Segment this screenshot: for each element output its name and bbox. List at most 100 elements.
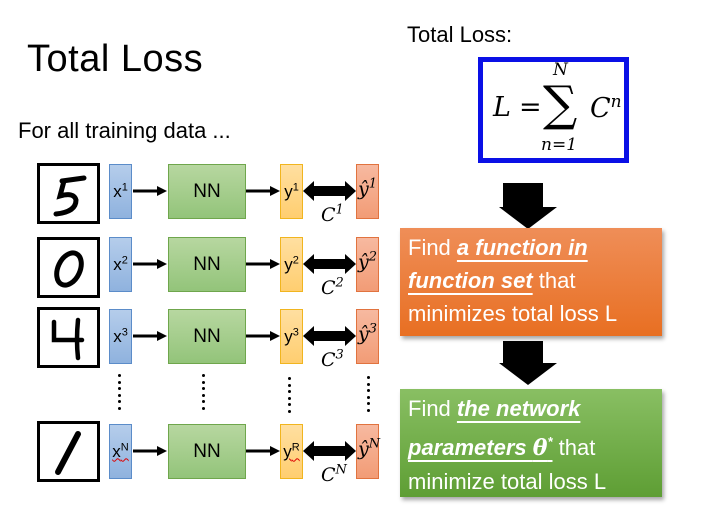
neural-network-box: NN [168, 237, 246, 292]
target-label: ŷN [358, 438, 380, 460]
step-find-parameters: Find the network parameters θ* that mini… [400, 389, 662, 497]
arrow-right-icon [246, 331, 280, 341]
formula-term: Cn [590, 92, 622, 124]
output-superscript: 3 [292, 325, 299, 338]
nn-label: NN [193, 440, 221, 462]
formula-term-base: C [590, 93, 611, 124]
input-symbol: x [113, 254, 122, 274]
target-box [356, 164, 379, 219]
input-label: x3 [110, 310, 131, 363]
input-superscript: N [120, 440, 129, 453]
ellipsis-inputs [118, 374, 122, 413]
target-label: ŷ3 [358, 323, 377, 345]
input-symbol: x [113, 326, 122, 346]
step-line-2: parameters θ* that [408, 425, 654, 465]
input-label: xN [110, 425, 131, 478]
cost-symbol: C [321, 464, 336, 486]
input-superscript: 3 [121, 325, 128, 338]
arrow-right-icon [246, 259, 280, 269]
neural-network-box: NN [168, 309, 246, 364]
arrow-right-icon [133, 186, 167, 196]
output-symbol: y [284, 254, 293, 274]
nn-label: NN [193, 253, 221, 275]
formula-upper-limit: N [553, 60, 568, 80]
target-symbol: ŷ [358, 438, 369, 460]
step-line-1: Find the network [408, 392, 654, 425]
output-label: y1 [281, 165, 302, 218]
nn-label: NN [193, 325, 221, 347]
cost-label: C2 [321, 277, 344, 299]
input-box: x2 [109, 237, 132, 292]
target-label: ŷ2 [358, 251, 377, 273]
cost-superscript: N [335, 462, 347, 478]
target-label: ŷ1 [358, 178, 377, 200]
arrow-right-icon [133, 331, 167, 341]
ellipsis-outputs [288, 377, 292, 416]
down-arrow-icon [499, 341, 557, 385]
slide-title: Total Loss [27, 38, 204, 80]
target-box [356, 309, 379, 364]
double-arrow-icon [303, 326, 356, 346]
ellipsis-networks [202, 374, 206, 413]
input-superscript: 1 [121, 180, 128, 193]
step-emphasis-text: parameters [408, 435, 533, 460]
digit-image [37, 163, 100, 224]
step-prefix: Find [408, 396, 457, 421]
cost-symbol: C [321, 349, 336, 371]
neural-network-box: NN [168, 164, 246, 219]
output-label: y3 [281, 310, 302, 363]
target-symbol: ŷ [358, 323, 369, 345]
double-arrow-icon [303, 254, 356, 274]
theta-superscript: * [547, 434, 553, 449]
formula-lhs: L [493, 92, 511, 123]
output-label: yR [281, 425, 302, 478]
cost-label: C1 [321, 204, 344, 226]
output-label: y2 [281, 238, 302, 291]
output-superscript: 2 [292, 253, 299, 266]
cost-superscript: 1 [335, 202, 344, 218]
neural-network-box: NN [168, 424, 246, 479]
target-box [356, 424, 379, 479]
input-label: x1 [110, 165, 131, 218]
cost-symbol: C [321, 277, 336, 299]
slide-subtitle: For all training data ... [18, 118, 231, 143]
output-symbol: y [284, 181, 293, 201]
output-superscript: 1 [292, 180, 299, 193]
cost-label: CN [321, 464, 347, 486]
formula-equals: = [519, 92, 542, 123]
output-box: y1 [280, 164, 303, 219]
formula-lower-limit: n=1 [541, 135, 578, 155]
digit-image [37, 237, 100, 298]
output-box: y3 [280, 309, 303, 364]
cost-symbol: C [321, 204, 336, 226]
total-loss-label: Total Loss: [407, 22, 513, 47]
input-box: x3 [109, 309, 132, 364]
formula-term-superscript: n [610, 92, 622, 112]
input-symbol: x [113, 181, 122, 201]
step-line-2: function set that [408, 264, 654, 297]
step-line-3: minimizes total loss L [408, 301, 618, 326]
sigma-symbol: ∑ [543, 76, 578, 132]
input-label: x2 [110, 238, 131, 291]
step-line-1: Find a function in [408, 231, 654, 264]
arrow-right-icon [133, 446, 167, 456]
output-superscript: R [291, 440, 300, 453]
input-symbol: x [112, 441, 121, 461]
target-box [356, 237, 379, 292]
target-superscript: N [368, 436, 381, 452]
step-line-3: minimize total loss L [408, 469, 607, 494]
output-symbol: y [284, 326, 293, 346]
formula-box: L = N ∑ n=1 Cn [478, 57, 629, 163]
target-symbol: ŷ [358, 178, 369, 200]
arrow-right-icon [246, 446, 280, 456]
ellipsis-targets [367, 376, 371, 415]
arrow-right-icon [133, 259, 167, 269]
target-superscript: 2 [368, 249, 378, 265]
step-find-function: Find a function in function set that min… [400, 228, 662, 336]
target-superscript: 3 [368, 321, 378, 337]
target-superscript: 1 [368, 176, 378, 192]
theta-symbol: θ [532, 435, 548, 461]
step-emphasis: the network [456, 396, 581, 421]
step-emphasis: a function in [456, 235, 588, 260]
step-prefix: Find [408, 235, 457, 260]
